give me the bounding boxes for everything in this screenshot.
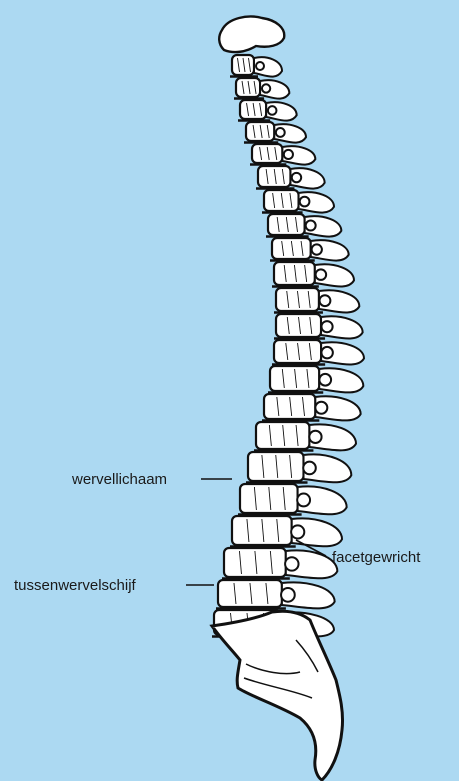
facet-joint bbox=[292, 173, 301, 182]
vertebra-body bbox=[252, 144, 282, 163]
vertebra-body bbox=[240, 100, 266, 119]
facet-joint bbox=[256, 62, 264, 70]
vertebral-body-label: wervellichaam bbox=[72, 472, 167, 487]
facet-joint bbox=[309, 431, 321, 443]
vertebra-body bbox=[246, 122, 274, 141]
facet-joint bbox=[321, 321, 332, 332]
intervertebral-disc-label: tussenwervelschijf bbox=[14, 578, 136, 593]
facet-joint bbox=[321, 347, 332, 358]
facet-joint bbox=[319, 374, 331, 386]
facet-joint bbox=[281, 588, 295, 602]
facet-joint bbox=[303, 462, 316, 475]
vertebra-body bbox=[236, 78, 260, 97]
facet-joint bbox=[315, 402, 327, 414]
facet-joint bbox=[297, 494, 310, 507]
facet-joint bbox=[291, 525, 304, 538]
facet-joint bbox=[320, 295, 331, 306]
facet-joint bbox=[306, 221, 316, 231]
facet-joint bbox=[268, 106, 277, 115]
facet-joint bbox=[262, 84, 270, 92]
facet-joint bbox=[276, 128, 285, 137]
facet-joint bbox=[316, 269, 327, 280]
facet-joint bbox=[300, 197, 310, 207]
facet-joint bbox=[312, 244, 322, 254]
facet-joint bbox=[285, 557, 298, 570]
facet-joint-label: facetgewricht bbox=[332, 550, 420, 565]
facet-joint bbox=[284, 150, 293, 159]
